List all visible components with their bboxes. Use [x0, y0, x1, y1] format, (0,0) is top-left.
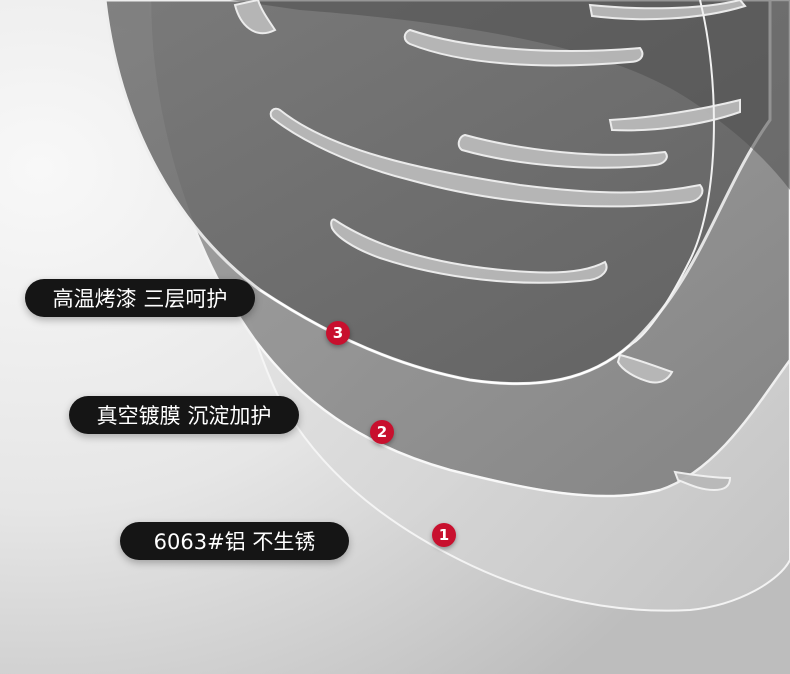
callout-label-3: 高温烤漆 三层呵护 [25, 279, 255, 317]
callout-label-2: 真空镀膜 沉淀加护 [69, 396, 299, 434]
callout-badge-1: 1 [432, 523, 456, 547]
callout-badge-2: 2 [370, 420, 394, 444]
callout-label-1: 6063#铝 不生锈 [120, 522, 349, 560]
callout-badge-3: 3 [326, 321, 350, 345]
